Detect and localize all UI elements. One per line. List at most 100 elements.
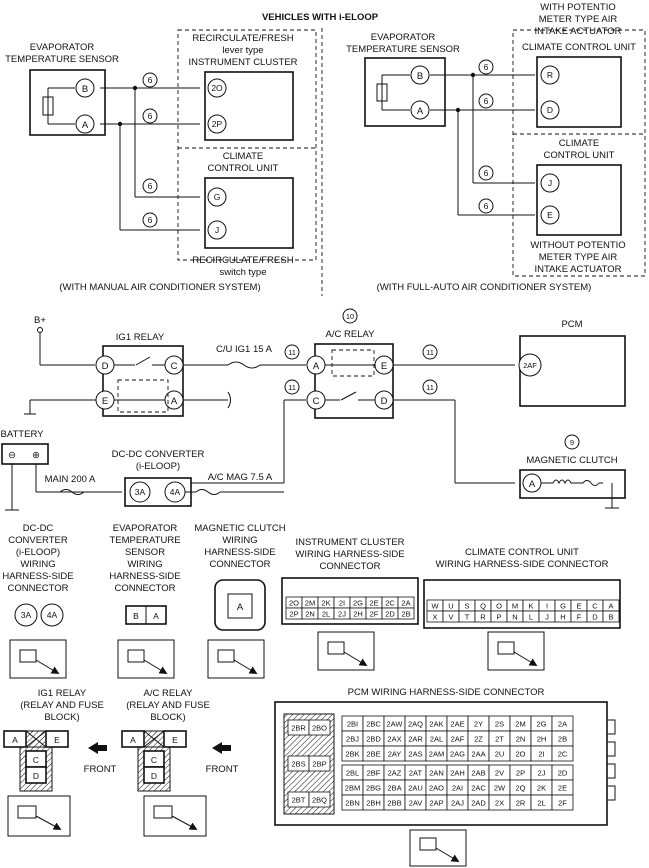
pcm-connector-title: PCM WIRING HARNESS-SIDE CONNECTOR — [348, 687, 545, 698]
svg-text:CONNECTOR: CONNECTOR — [114, 583, 175, 594]
ccu-pin-d — [540, 100, 560, 120]
circuit-6-marker — [478, 198, 494, 214]
pcm-pin-label: 2AW — [387, 720, 404, 729]
relay-switch-icon — [340, 391, 357, 401]
right-footer: (WITH FULL-AUTO AIR CONDITIONER SYSTEM) — [377, 282, 592, 293]
pcm-pin-label: 2BP — [312, 760, 326, 769]
pcm-pin-label: 2BQ — [312, 796, 327, 805]
ccu-pin-label: R — [480, 613, 486, 622]
pcm-pin-label: 2AV — [409, 799, 423, 808]
cluster-pin-label: 2L — [322, 610, 330, 619]
pcm-pin-label: 2BA — [387, 784, 401, 793]
cluster-pin-2o — [207, 78, 227, 98]
pcm-pin-label: 2BS — [291, 760, 305, 769]
right-evap-sensor-box — [364, 57, 446, 127]
pcm-pin-label: 2BD — [366, 735, 381, 744]
cluster-pin-cell — [397, 607, 415, 620]
pcm-pin-label: 2U — [495, 750, 505, 759]
connector-plug-icon — [409, 829, 467, 867]
ig1-relay-block-label-3: BLOCK) — [44, 712, 79, 723]
pcm-pin-label: 2AI — [452, 784, 463, 793]
battery-plus-icon: ⊕ — [32, 450, 40, 461]
switch-label-2: switch type — [220, 267, 267, 278]
pcm-pin-label: 2K — [537, 784, 546, 793]
circuit-9-marker — [564, 434, 580, 450]
svg-text:WIRING: WIRING — [127, 559, 162, 570]
svg-text:6: 6 — [484, 201, 489, 211]
svg-text:DC-DC: DC-DC — [23, 523, 54, 534]
right-ccu-head: CLIMATE CONTROL UNIT — [522, 42, 636, 53]
cluster-pin-label: 2D — [385, 610, 395, 619]
pcm-pin-label: 2BF — [367, 769, 381, 778]
ac-relay-block-label-2: (RELAY AND FUSE — [126, 700, 210, 711]
cluster-pin-label: 2C — [385, 599, 395, 608]
svg-text:WIRING: WIRING — [20, 559, 55, 570]
pcm-pin-label: 2AM — [429, 750, 444, 759]
front-label: FRONT — [84, 764, 117, 775]
svg-text:A: A — [12, 735, 18, 745]
ccu-pin-e — [540, 205, 560, 225]
bplus-label: B+ — [34, 315, 46, 326]
relay-coil-icon — [117, 379, 169, 413]
fuse-icon — [59, 489, 85, 495]
fuse-icon — [195, 489, 221, 495]
ac-relay-block-label-3: BLOCK) — [150, 712, 185, 723]
pcm-pin-label: 2BJ — [346, 735, 359, 744]
pcm-pin-label: 2G — [536, 720, 546, 729]
ccu-pin-label: E — [576, 602, 581, 611]
ccu-pin-label: A — [608, 602, 613, 611]
svg-text:A: A — [313, 361, 320, 372]
ccu-pin-r — [540, 65, 560, 85]
ig1-relay-block-label-2: (RELAY AND FUSE — [20, 700, 104, 711]
svg-text:D: D — [381, 396, 388, 407]
pcm-pin-label: 2AN — [429, 769, 444, 778]
pcm-pin-label: 2A — [558, 720, 567, 729]
lever-label-1: RECIRCULATE/FRESH — [192, 33, 293, 44]
ccu-pin-label: N — [512, 613, 517, 622]
pcm-pin-label: 2AQ — [408, 720, 423, 729]
svg-text:A: A — [417, 106, 424, 117]
svg-text:11: 11 — [426, 383, 434, 392]
pcm-pin-label: 2BK — [345, 750, 359, 759]
pcm-pin-label: 2AY — [388, 750, 402, 759]
circuit-6-marker — [142, 178, 158, 194]
svg-text:HARNESS-SIDE: HARNESS-SIDE — [109, 571, 180, 582]
right-sensor-label-1: EVAPORATOR — [371, 32, 436, 43]
left-sensor-pin-b-label: B — [82, 84, 88, 95]
cluster-pin-label: 2J — [338, 610, 346, 619]
front-arrow-icon — [212, 742, 222, 754]
ccu-pin-label: F — [577, 613, 582, 622]
circuit-6-marker — [142, 72, 158, 88]
pcm-pin-label: 2Z — [474, 735, 483, 744]
ac-relay-block-label-1: A/C RELAY — [144, 688, 194, 699]
left-sensor-pin-a-label: A — [82, 120, 89, 131]
ccu-pin-label: I — [546, 602, 548, 611]
ccu-pin-label: L — [529, 613, 533, 622]
pcm-pin-label: 2AL — [430, 735, 443, 744]
battery-label: BATTERY — [1, 429, 45, 440]
pcm-pin-label: 2BL — [346, 769, 359, 778]
ccu-pin-label: J — [545, 613, 549, 622]
pcm-pin-label: 2BH — [366, 799, 381, 808]
pcm-pin-label: 2D — [558, 769, 568, 778]
wire-break-icon — [227, 391, 231, 409]
magnetic-clutch-label: MAGNETIC CLUTCH — [526, 455, 617, 466]
svg-text:6: 6 — [484, 62, 489, 72]
pcm-pin-label: 2V — [495, 769, 504, 778]
pcm-pin-label: 2AK — [429, 720, 443, 729]
ccu-pin-label: Q — [480, 602, 486, 611]
pcm-pin-cell — [308, 791, 331, 808]
lever-label-2: lever type — [222, 45, 263, 56]
right-sensor-pin-b — [410, 65, 430, 85]
svg-text:E: E — [547, 210, 553, 220]
circuit-11-marker — [422, 344, 438, 360]
fuse-icon — [227, 361, 261, 369]
with-potentio-1: WITH POTENTIO — [540, 2, 615, 13]
svg-text:A: A — [237, 602, 244, 613]
pcm-pin-label: 2AF — [451, 735, 465, 744]
circuit-11-marker — [284, 344, 300, 360]
ac-mag-fuse-label: A/C MAG 7.5 A — [208, 472, 273, 483]
